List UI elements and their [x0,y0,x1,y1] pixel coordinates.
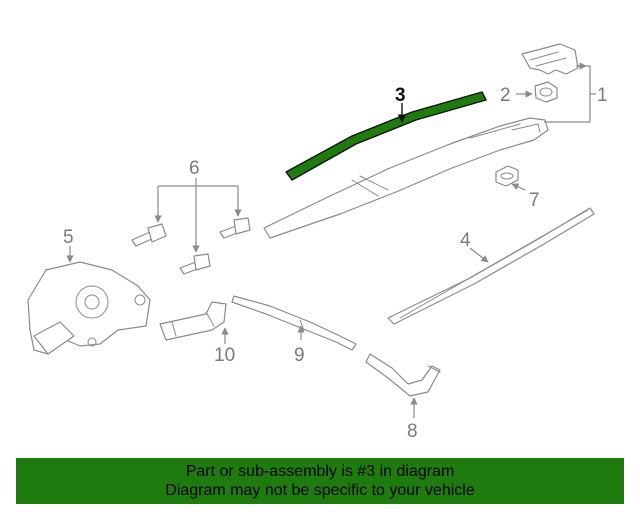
leader-lines [66,62,596,418]
arm-cover-cap [521,43,579,75]
parts-diagram: 1 2 3 4 5 6 7 8 9 10 [27,43,608,442]
banner-line-2: Diagram may not be specific to your vehi… [165,482,475,499]
callout-10: 10 [214,345,235,366]
grommet [495,165,519,187]
callout-9: 9 [294,345,305,366]
info-banner: Part or sub-assembly is #3 in diagram Di… [16,458,624,504]
bolt-left [131,223,167,247]
callout-6: 6 [189,158,200,179]
callout-8: 8 [407,421,418,442]
banner-line-1: Part or sub-assembly is #3 in diagram [185,463,455,480]
callout-5: 5 [63,227,74,248]
callout-1: 1 [597,85,608,106]
callout-3[interactable]: 3 [395,85,406,106]
bolt-right [219,217,251,239]
callout-7: 7 [529,190,540,211]
wiper-arm [263,117,549,239]
blade-refill [387,207,595,325]
elbow-hose [159,301,227,341]
nozzle-hose [365,353,441,397]
nut [534,81,558,103]
wiper-blade-highlight[interactable] [285,91,487,181]
callout-2: 2 [500,85,511,106]
washer-hose [231,295,357,351]
bolt-middle [179,253,211,275]
callout-4: 4 [460,230,471,251]
wiper-motor [27,261,151,355]
